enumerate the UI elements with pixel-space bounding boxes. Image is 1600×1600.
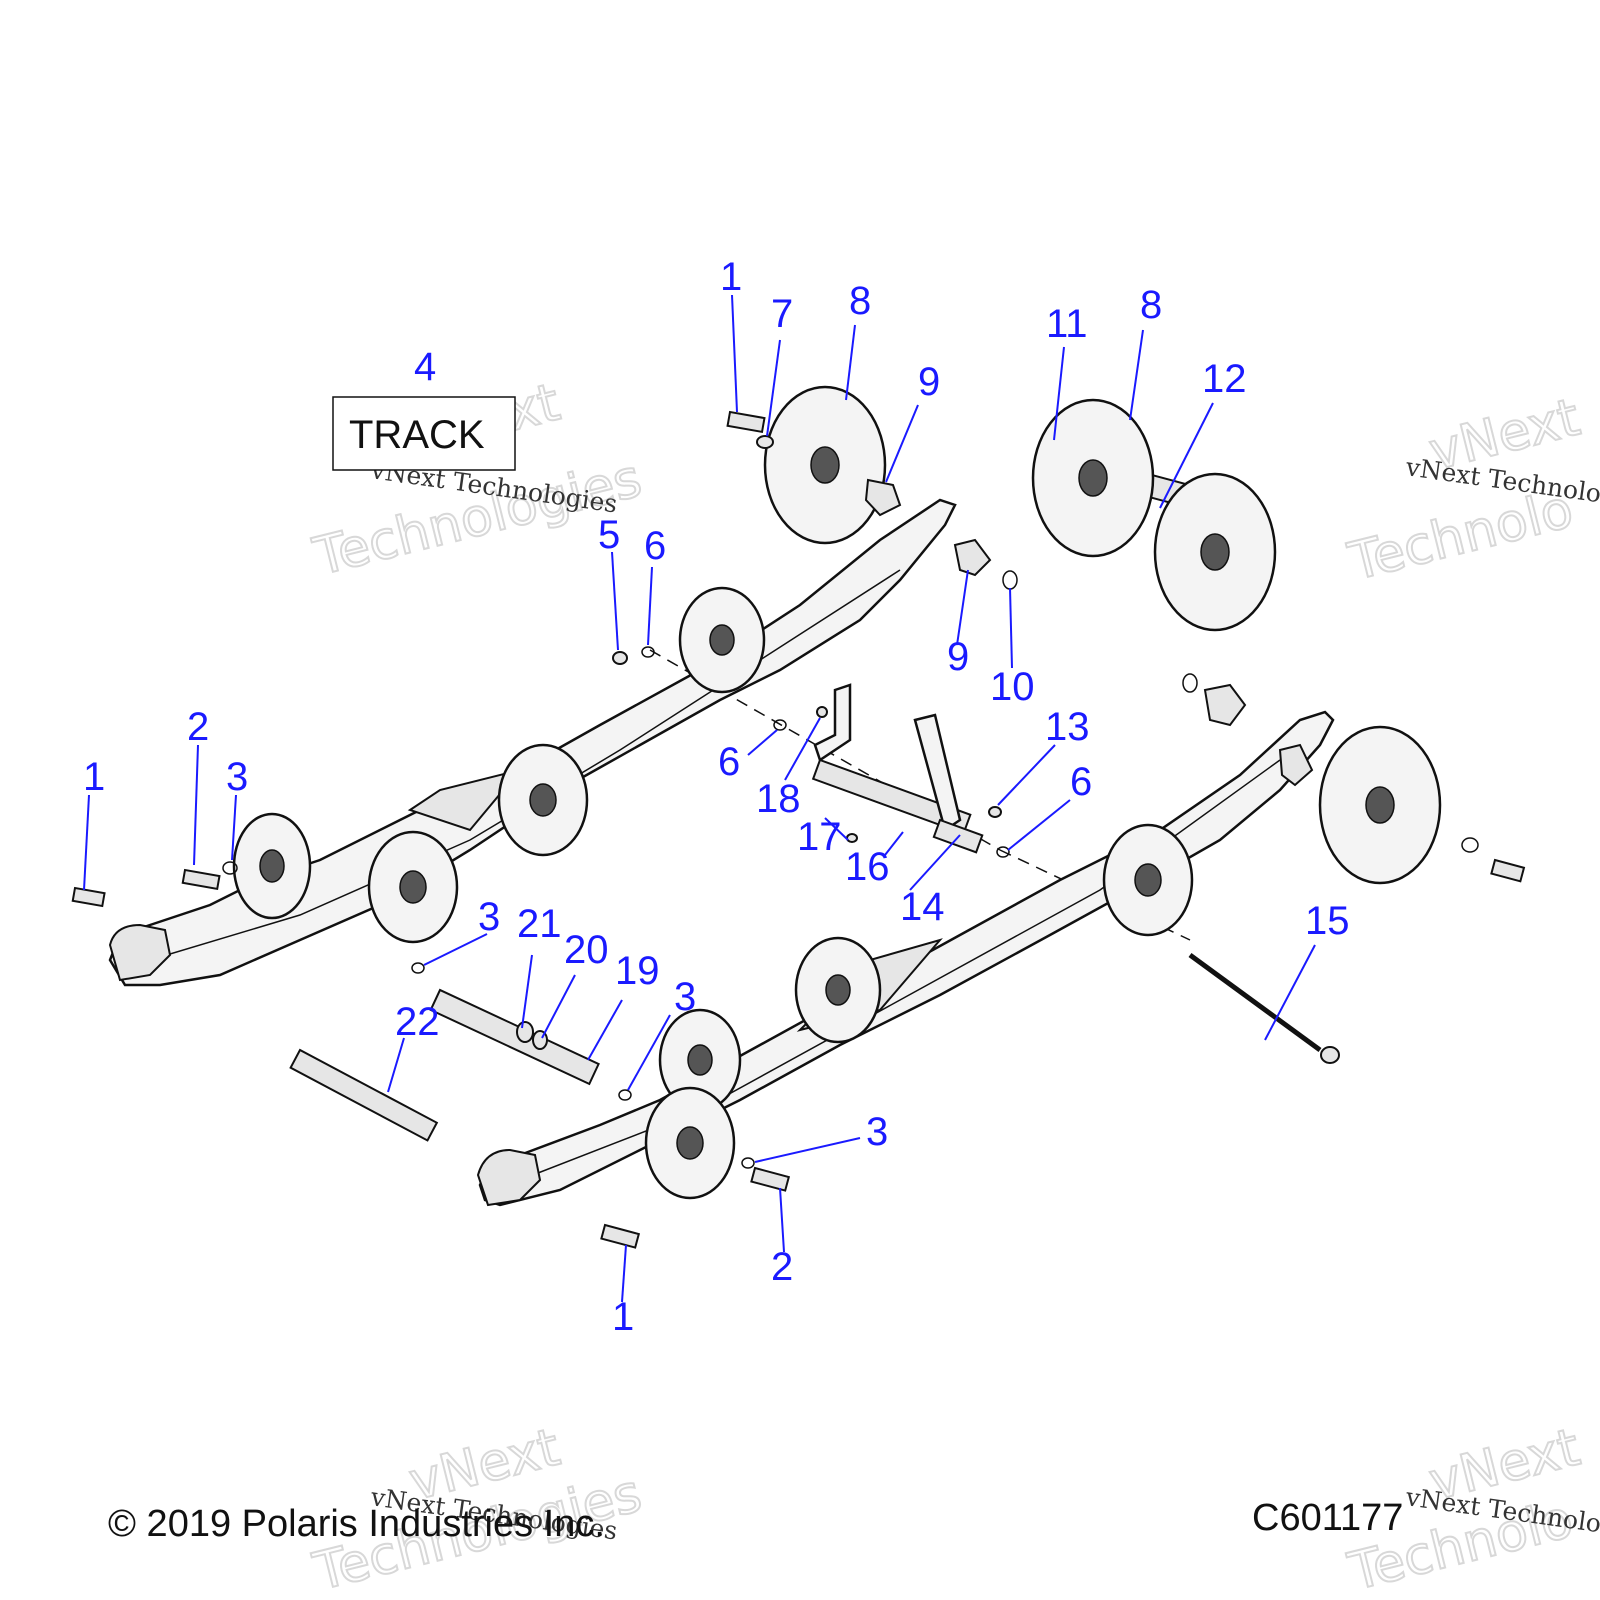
tube-22 [289, 1048, 439, 1142]
bolt-2-left [181, 868, 221, 891]
callout-1-top: 1 [720, 255, 742, 299]
bracket-left-plate [813, 683, 852, 762]
nut-5 [612, 651, 628, 665]
shaft-19 [429, 988, 600, 1086]
left-idler-wheel-1 [232, 812, 312, 920]
bolt-right-rear [1490, 858, 1526, 883]
callout-4: 4 [414, 345, 436, 389]
left-idler-wheel-4 [678, 586, 766, 694]
callout-6-right: 6 [1070, 760, 1092, 804]
callout-19: 19 [615, 949, 660, 993]
long-bolt-15 [1188, 952, 1322, 1053]
washer-3-mid [411, 962, 425, 974]
right-idler-wheel-2 [644, 1086, 736, 1200]
cross-shaft-16 [811, 758, 972, 835]
washer-3-left [222, 861, 238, 875]
bushing-9-lower [953, 538, 992, 577]
callout-2-left: 2 [187, 705, 209, 749]
diagram-code: C601177 [1252, 1497, 1403, 1539]
track-label: TRACK [349, 413, 485, 457]
callout-22: 22 [395, 1000, 440, 1044]
center-bracket-assembly [811, 683, 984, 854]
bushing-9-upper [864, 478, 902, 517]
left-rail-tip [108, 923, 172, 982]
callout-1-left: 1 [83, 755, 105, 799]
callout-6-top: 6 [644, 524, 666, 568]
callout-14: 14 [900, 885, 945, 929]
callout-16: 16 [845, 845, 890, 889]
left-idler-wheel-3 [497, 743, 589, 857]
callout-10: 10 [990, 665, 1035, 709]
callout-3-mid: 3 [478, 895, 500, 939]
callouts: 1 7 8 9 11 8 12 4 5 6 9 10 2 3 1 6 18 13… [83, 255, 1350, 1339]
callout-1-bottom: 1 [612, 1295, 634, 1339]
callout-13: 13 [1045, 705, 1090, 749]
rear-wheel-mid [1031, 398, 1155, 558]
washer-6-top [641, 646, 655, 658]
nut-18 [816, 706, 828, 718]
right-rail-spacer [1203, 683, 1247, 727]
callout-7: 7 [771, 292, 793, 336]
bolt-2-bottom [750, 1166, 791, 1192]
right-rail-oring [1182, 673, 1198, 693]
left-rail-assembly [108, 498, 957, 987]
callout-17: 17 [797, 815, 842, 859]
oring-10 [1002, 570, 1018, 590]
callout-9-lower: 9 [947, 635, 969, 679]
nut-13 [988, 806, 1002, 818]
callout-6-mid: 6 [718, 740, 740, 784]
bolt-1-left [71, 886, 106, 908]
track-label-box [332, 396, 516, 471]
callout-8-left: 8 [849, 279, 871, 323]
nut-17 [846, 833, 858, 843]
hardware [71, 410, 1526, 1249]
collar-21 [516, 1021, 534, 1043]
right-idler-wheel-4 [1102, 823, 1194, 937]
callout-18: 18 [756, 777, 801, 821]
bracket-right-plate [913, 713, 962, 833]
long-bolt-15-head [1320, 1046, 1340, 1064]
callout-3-right: 3 [674, 975, 696, 1019]
washer-right-rear [1461, 837, 1479, 853]
right-rear-wheel [1318, 725, 1442, 885]
callout-11: 11 [1046, 302, 1088, 346]
left-idler-wheel-2 [367, 830, 459, 944]
callout-12: 12 [1202, 357, 1247, 401]
washer-6-right [996, 846, 1010, 858]
leader-lines [83, 294, 1316, 1303]
callout-3-bottom: 3 [866, 1110, 888, 1154]
washer-3-bottom [741, 1157, 755, 1169]
bolt-1-bottom [600, 1223, 641, 1249]
copyright-text: © 2019 Polaris Industries Inc. [108, 1503, 605, 1545]
callout-15: 15 [1305, 899, 1350, 943]
callout-2-bottom: 2 [771, 1245, 793, 1289]
rear-wheel-left-top [763, 385, 887, 545]
bolt-1-top [726, 410, 766, 434]
right-rail-tip [476, 1148, 542, 1207]
callout-20: 20 [564, 928, 609, 972]
washer-3-right [618, 1089, 632, 1101]
right-idler-wheel-3 [794, 936, 882, 1044]
callout-8-right: 8 [1140, 283, 1162, 327]
rear-wheel-right [1153, 472, 1277, 632]
callout-21: 21 [517, 902, 562, 946]
callout-9-upper: 9 [918, 360, 940, 404]
right-rail-block [1278, 743, 1314, 787]
callout-5: 5 [598, 513, 620, 557]
right-rail-assembly [476, 673, 1442, 1207]
washer-7 [756, 435, 774, 449]
rear-axle-wheel-set [763, 385, 1277, 632]
callout-3-left: 3 [226, 755, 248, 799]
washer-6-mid [773, 719, 787, 731]
